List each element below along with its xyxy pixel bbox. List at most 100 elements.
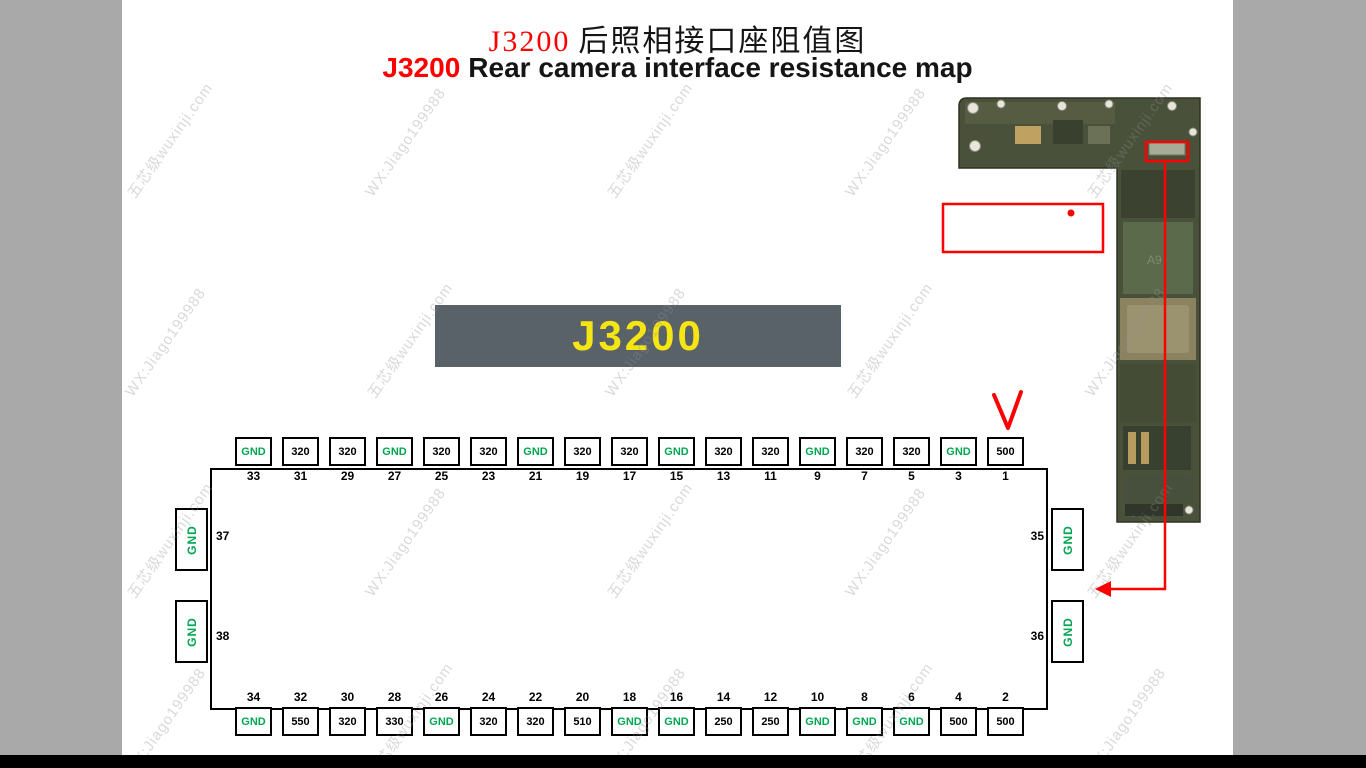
pin-4-number: 4 [955,690,962,704]
pin-2-value-box: 500 [987,707,1024,736]
board-chip-small [1053,120,1083,144]
pin-36-number: 36 [1030,629,1044,643]
pin-19-number: 19 [575,469,590,483]
bottom-black-bar [0,755,1366,768]
pin-9-number: 9 [814,469,821,483]
pin-12-number: 12 [763,690,778,704]
a9-chip-label: A9 [1147,253,1162,267]
pin-12-value-box: 250 [752,707,789,736]
pin-22-number: 22 [528,690,543,704]
board-shield-mid [1120,364,1196,422]
screw-hole [1167,101,1177,111]
pin-27-number: 27 [387,469,402,483]
pin-10-number: 10 [810,690,825,704]
pin-27-value-box: GND [376,437,413,466]
pin-28-number: 28 [387,690,402,704]
pin-37-value: GND [184,524,199,555]
board-gold-strip [1141,432,1149,464]
pin-38-value: GND [184,616,199,647]
pin-30-number: 30 [340,690,355,704]
pin-24-value-box: 320 [470,707,507,736]
pin-31-number: 31 [293,469,308,483]
title-chinese-designator: J3200 [488,25,571,58]
pin-1-number: 1 [1002,469,1009,483]
pin-17-number: 17 [622,469,637,483]
watermark-text: 五芯级wuxinji.com [124,79,217,202]
watermark-text: WX:Jiago199988 [362,84,450,200]
pin-32-number: 32 [293,690,308,704]
pin-8-value-box: GND [846,707,883,736]
screw-hole [969,140,981,152]
pin-7-value-box: 320 [846,437,883,466]
pin-14-number: 14 [716,690,731,704]
pin-18-number: 18 [622,690,637,704]
pin-26-number: 26 [434,690,449,704]
pin-19-value-box: 320 [564,437,601,466]
pin-6-value-box: GND [893,707,930,736]
pin-5-number: 5 [908,469,915,483]
watermark-text: WX:Jiago199988 [1082,664,1170,755]
pin-6-number: 6 [908,690,915,704]
connector-body-outline [210,468,1048,710]
pin-26-value-box: GND [423,707,460,736]
screw-hole [967,102,979,114]
title-chinese-text: 后照相接口座阻值图 [578,25,867,58]
screw-hole [1188,127,1198,137]
screw-hole [1184,505,1194,515]
connector-label-text: J3200 [572,312,704,359]
watermark-text: WX:Jiago199988 [122,284,210,400]
pin-23-value-box: 320 [470,437,507,466]
pin-25-number: 25 [434,469,449,483]
pin-3-value-box: GND [940,437,977,466]
pin-21-number: 21 [528,469,543,483]
board-gold-strip [1128,432,1136,464]
pin-23-number: 23 [481,469,496,483]
pin-20-number: 20 [575,690,590,704]
board-gold-pad [1015,126,1041,144]
pin-9-cell: GND 9 [799,437,836,483]
pin-38-number: 38 [216,629,230,643]
screw-hole [996,99,1006,109]
title-english-text: Rear camera interface resistance map [468,52,973,83]
pin-34-number: 34 [246,690,261,704]
pin-28-value-box: 330 [376,707,413,736]
pin-16-value-box: GND [658,707,695,736]
pin-14-value-box: 250 [705,707,742,736]
pin-24-number: 24 [481,690,496,704]
pin-18-value-box: GND [611,707,648,736]
pin-38-value-box: GND [175,600,208,663]
pin-16-number: 16 [669,690,684,704]
pin-8-number: 8 [861,690,868,704]
pin-21-value-box: GND [517,437,554,466]
pin-9-value-box: GND [799,437,836,466]
pin-17-value-box: 320 [611,437,648,466]
pin-22-value-box: 320 [517,707,554,736]
watermark-text: 五芯级wuxinji.com [604,79,697,202]
pin-34-value-box: GND [235,707,272,736]
pin-37-number: 37 [216,529,230,543]
pin-30-value-box: 320 [329,707,366,736]
board-flex-strip [965,102,1115,124]
pin-2-number: 2 [1002,690,1009,704]
